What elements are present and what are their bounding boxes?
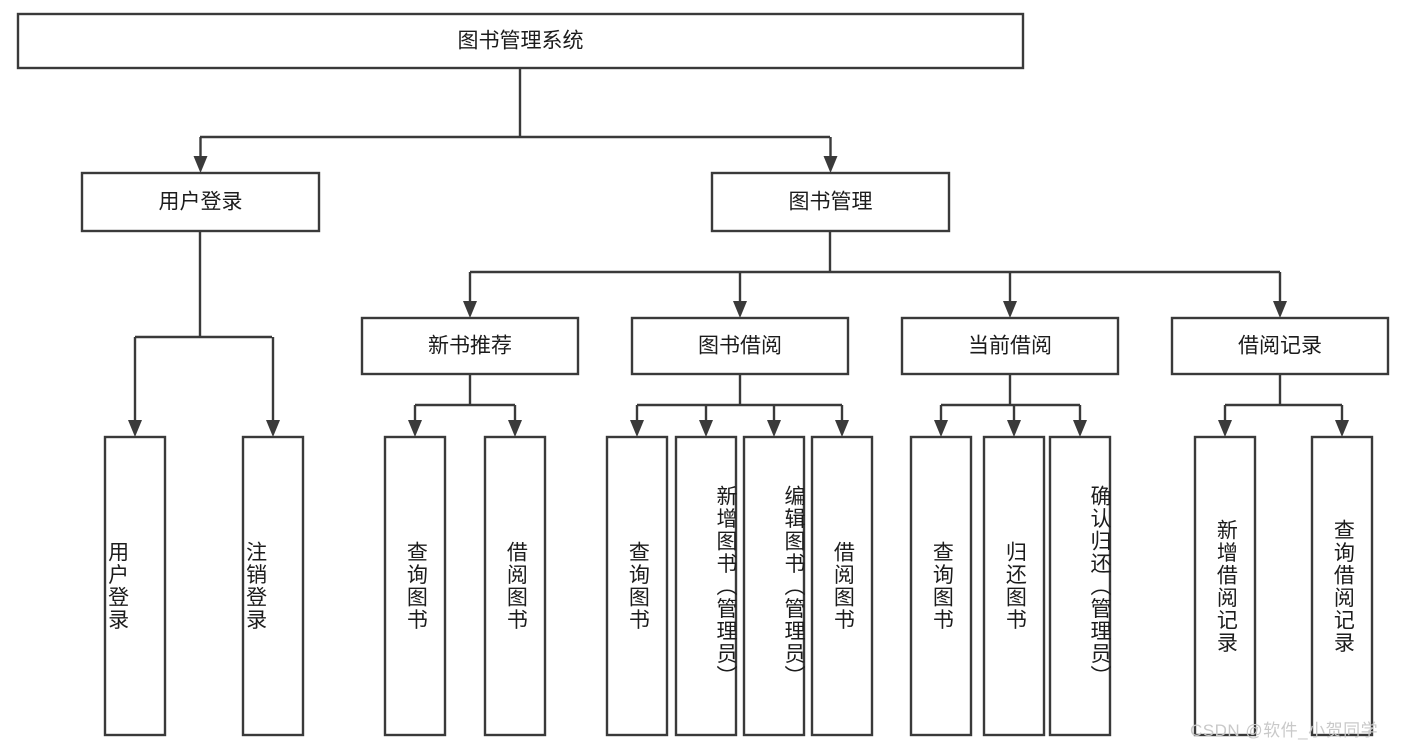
leaf-box-leaf-query-book-1[interactable]	[383, 435, 447, 737]
leaf-box-leaf-return-book[interactable]	[982, 435, 1046, 737]
node-box-book-manage[interactable]	[710, 171, 951, 233]
leaf-box-leaf-user-login[interactable]	[103, 435, 167, 737]
arrow-new-book-recommend	[463, 301, 477, 318]
node-box-borrow-record[interactable]	[1170, 316, 1390, 376]
arrow-leaf-user-login	[128, 420, 142, 437]
leaf-box-leaf-confirm-return[interactable]	[1048, 435, 1112, 737]
leaf-box-leaf-add-record[interactable]	[1193, 435, 1257, 737]
leaf-box-leaf-add-book[interactable]	[674, 435, 738, 737]
leaf-box-leaf-query-book-3[interactable]	[909, 435, 973, 737]
node-box-book-borrow[interactable]	[630, 316, 850, 376]
leaf-box-leaf-query-book-2[interactable]	[605, 435, 669, 737]
leaf-box-leaf-edit-book[interactable]	[742, 435, 806, 737]
arrow-leaf-confirm-return	[1073, 420, 1087, 437]
arrow-leaf-add-record	[1218, 420, 1232, 437]
leaf-box-leaf-query-record[interactable]	[1310, 435, 1374, 737]
node-label-book-borrow: 图书借阅	[698, 335, 782, 358]
arrow-book-borrow	[733, 301, 747, 318]
leaf-box-leaf-user-logout[interactable]	[241, 435, 305, 737]
watermark: CSDN @软件_小贺同学	[1190, 721, 1379, 740]
arrow-current-borrow	[1003, 301, 1017, 318]
arrow-leaf-query-book-3	[934, 420, 948, 437]
arrow-leaf-query-book-2	[630, 420, 644, 437]
node-box-new-book-recommend[interactable]	[360, 316, 580, 376]
arrow-leaf-borrow-book-1	[508, 420, 522, 437]
root-label-undefined: 图书管理系统	[458, 30, 584, 53]
node-label-book-manage: 图书管理	[789, 191, 873, 214]
arrow-leaf-borrow-book-2	[835, 420, 849, 437]
node-box-current-borrow[interactable]	[900, 316, 1120, 376]
arrow-book-manage	[823, 156, 838, 173]
connectors-layer	[128, 68, 1349, 437]
arrow-leaf-add-book	[699, 420, 713, 437]
node-label-current-borrow: 当前借阅	[968, 335, 1052, 358]
node-label-new-book-recommend: 新书推荐	[428, 335, 512, 358]
root-box-undefined[interactable]	[16, 12, 1025, 70]
boxes-layer	[16, 12, 1390, 737]
arrow-leaf-edit-book	[767, 420, 781, 437]
leaf-box-leaf-borrow-book-1[interactable]	[483, 435, 547, 737]
node-label-borrow-record: 借阅记录	[1238, 335, 1322, 358]
node-label-user-login: 用户登录	[159, 191, 243, 214]
node-box-user-login[interactable]	[80, 171, 321, 233]
leaf-box-leaf-borrow-book-2[interactable]	[810, 435, 874, 737]
arrow-leaf-query-book-1	[408, 420, 422, 437]
arrow-borrow-record	[1273, 301, 1287, 318]
arrow-user-login	[193, 156, 208, 173]
arrow-leaf-query-record	[1335, 420, 1349, 437]
arrow-leaf-user-logout	[266, 420, 280, 437]
arrow-leaf-return-book	[1007, 420, 1021, 437]
